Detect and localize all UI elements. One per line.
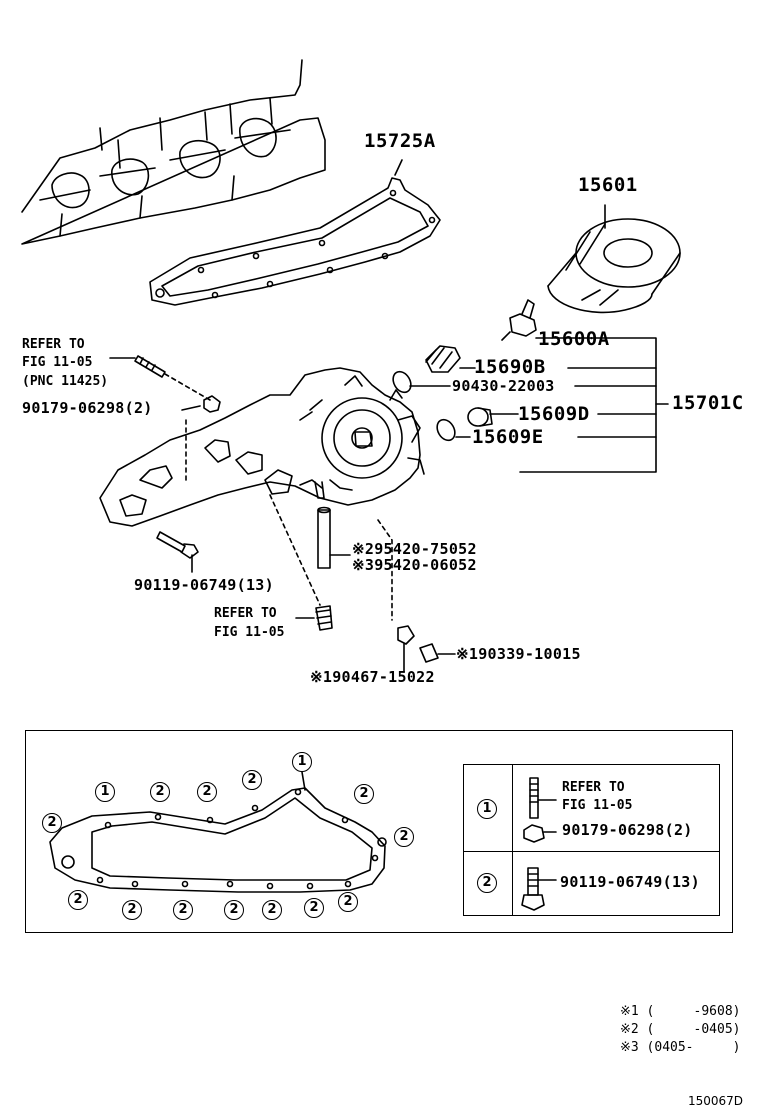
part-label-15601[interactable]: 15601 <box>578 174 638 196</box>
bolt-layout-inset <box>25 730 733 933</box>
refer-fig-label-1[interactable]: FIG 11-05 <box>22 355 93 370</box>
part-label-15725A[interactable]: 15725A <box>364 130 436 152</box>
legend-part-90119-06749[interactable]: 90119-06749(13) <box>560 873 700 891</box>
oil-filter-drawing <box>547 204 681 314</box>
gasket-marker: 2 <box>304 898 324 918</box>
bolt-legend-table: 1 REFER TO FIG 11-05 90179-06298(2) 2 90… <box>463 764 720 916</box>
gasket-marker: 2 <box>68 890 88 910</box>
gasket-marker: 1 <box>292 752 312 772</box>
part-label-90467-15022[interactable]: ※190467-15022 <box>310 668 435 686</box>
bolt-90119-drawing <box>156 494 321 606</box>
part-label-15600A[interactable]: 15600A <box>538 328 610 350</box>
gasket-marker: 2 <box>42 813 62 833</box>
part-label-95420-06052[interactable]: ※395420-06052 <box>352 556 477 574</box>
gasket-marker: 2 <box>338 892 358 912</box>
legend-key-2: 2 <box>477 873 497 893</box>
refer-to-label-2: REFER TO <box>214 606 277 621</box>
part-label-15690B[interactable]: 15690B <box>474 356 546 378</box>
part-label-90179-06298[interactable]: 90179-06298(2) <box>22 399 153 417</box>
part-label-90339-10015[interactable]: ※190339-10015 <box>456 645 581 663</box>
refer-fig-label-2[interactable]: FIG 11-05 <box>214 625 285 640</box>
part-label-95420-75052[interactable]: ※295420-75052 <box>352 540 477 558</box>
legend-refer-fig[interactable]: FIG 11-05 <box>562 798 633 813</box>
washer-90430-drawing <box>392 370 412 394</box>
leader-lines <box>394 159 669 473</box>
gasket-marker: 2 <box>242 770 262 790</box>
inset-gasket-drawing <box>49 771 387 893</box>
legend-refer-to: REFER TO <box>562 780 625 795</box>
gasket-marker: 2 <box>197 782 217 802</box>
nut-90179-drawing <box>181 395 221 481</box>
gasket-marker: 2 <box>354 784 374 804</box>
part-label-15701C[interactable]: 15701C <box>672 392 744 414</box>
stud-bolt-drawing <box>109 355 211 401</box>
note-1: ※1 ( -9608) <box>620 1004 741 1019</box>
fittings-drawing <box>377 519 456 673</box>
applicability-notes: ※1 ( -9608) ※2 ( -0405) ※3 (0405- ) <box>620 1003 740 1057</box>
gasket-marker: 2 <box>150 782 170 802</box>
part-label-90430-22003[interactable]: 90430-22003 <box>452 377 555 395</box>
plug-drawings <box>436 407 493 442</box>
gasket-marker: 2 <box>262 900 282 920</box>
union-bolt-drawing <box>295 605 333 631</box>
gasket-15725A-drawing <box>149 177 441 306</box>
figure-code: 150067D <box>688 1094 744 1108</box>
part-label-90119-06749[interactable]: 90119-06749(13) <box>134 576 274 594</box>
gasket-marker: 2 <box>394 827 414 847</box>
note-2: ※2 ( -0405) <box>620 1022 741 1037</box>
legend-part-90179-06298[interactable]: 90179-06298(2) <box>562 821 693 839</box>
pressure-switch-drawing <box>501 299 537 341</box>
legend-key-1: 1 <box>477 799 497 819</box>
oil-cooler-housing-drawing <box>99 367 425 527</box>
note-3: ※3 (0405- ) <box>620 1040 741 1055</box>
sensor-15690B-drawing <box>425 345 461 373</box>
engine-block-drawing <box>21 59 326 245</box>
legend-part-drawings <box>521 777 557 911</box>
part-label-15609D[interactable]: 15609D <box>518 403 590 425</box>
pipe-95420-drawing <box>317 506 351 569</box>
gasket-marker: 2 <box>122 900 142 920</box>
gasket-marker: 1 <box>95 782 115 802</box>
gasket-marker: 2 <box>224 900 244 920</box>
part-label-15609E[interactable]: 15609E <box>472 426 544 448</box>
gasket-marker: 2 <box>173 900 193 920</box>
refer-pnc-label-1: (PNC 11425) <box>22 374 109 389</box>
refer-to-label-1: REFER TO <box>22 337 85 352</box>
